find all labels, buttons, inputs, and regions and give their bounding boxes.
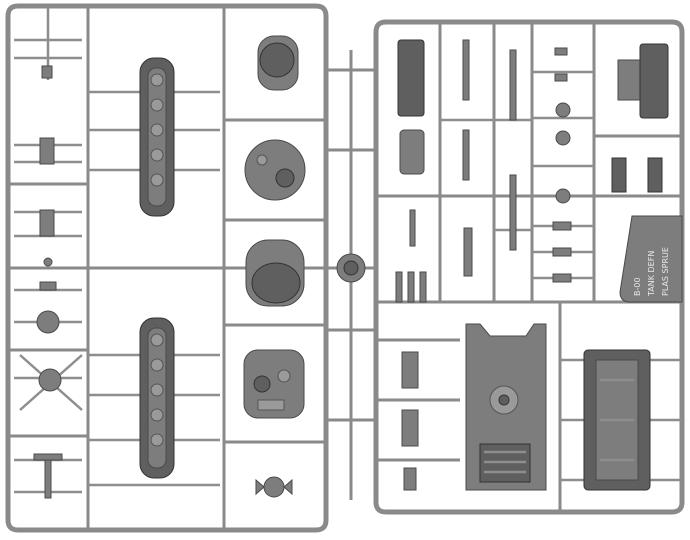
turret-1 [257,35,299,91]
cupola-part [255,476,293,498]
small-fittings [552,47,572,283]
svg-text:PLAS SPRUE: PLAS SPRUE [661,247,670,296]
svg-text:TANK DEFN: TANK DEFN [647,251,656,297]
engine-deck-part [617,43,669,119]
upper-hull-part [465,323,547,491]
svg-text:B-00: B-00 [633,277,642,296]
center-connector [326,50,376,500]
misc-right-parts [395,209,473,491]
mantlet-parts [611,157,663,193]
barrel-parts [462,39,517,251]
turret-2 [244,139,306,201]
track-left-lower [139,317,175,479]
track-left-upper [139,57,175,217]
small-parts-left [33,65,63,499]
sprue-label-plate: B-00 TANK DEFN PLAS SPRUE [619,215,683,303]
turret-4 [243,349,305,419]
turret-3 [245,239,305,307]
hull-side-part [397,39,425,175]
lower-hull-part [583,349,651,491]
right-sprue-frame [373,19,685,515]
